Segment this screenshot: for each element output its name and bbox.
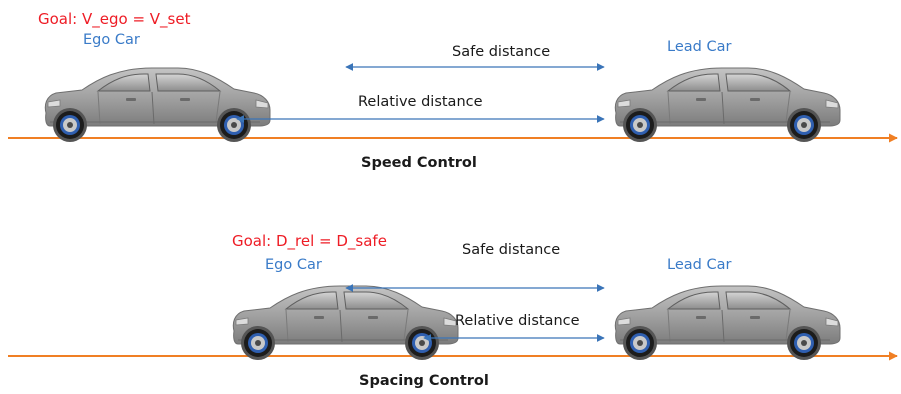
speed-control-caption: Speed Control xyxy=(361,155,477,171)
safe-distance-label-bottom: Safe distance xyxy=(462,242,561,258)
spacing-control-caption: Spacing Control xyxy=(359,373,489,389)
relative-distance-label-top: Relative distance xyxy=(358,94,483,110)
spacing-control-goal: Goal: D_rel = D_safe xyxy=(232,232,387,250)
speed-control-goal: Goal: V_ego = V_set xyxy=(38,10,191,28)
safe-distance-label-top: Safe distance xyxy=(452,44,551,60)
ego-car-label-top: Ego Car xyxy=(83,32,140,48)
relative-distance-label-bottom: Relative distance xyxy=(455,313,580,329)
lead-car-icon-top xyxy=(614,67,841,143)
lead-car-icon-bottom xyxy=(614,285,841,361)
lead-car-label-bottom: Lead Car xyxy=(667,257,732,273)
ego-car-icon-top xyxy=(44,67,271,143)
ego-car-label-bottom: Ego Car xyxy=(265,257,322,273)
ego-car-icon-bottom xyxy=(232,285,459,361)
lead-car-label-top: Lead Car xyxy=(667,39,732,55)
